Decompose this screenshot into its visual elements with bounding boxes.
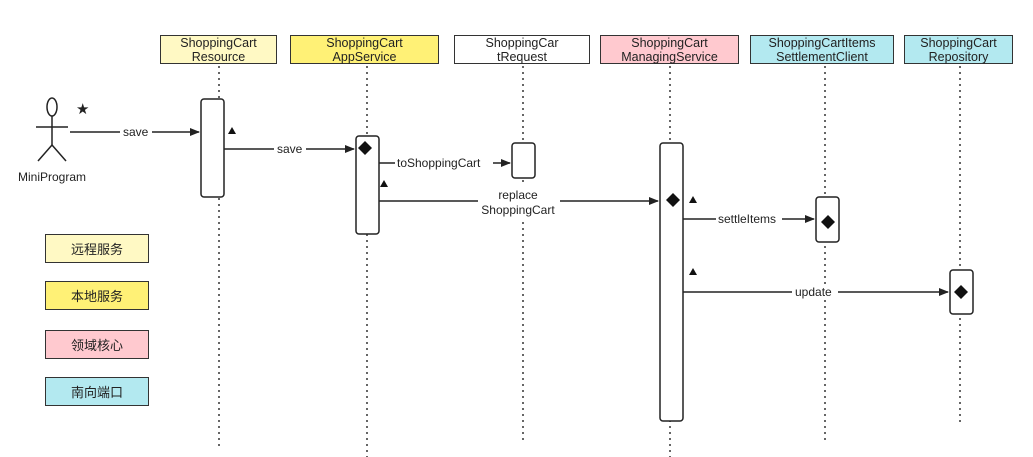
activation-managingservice <box>659 142 684 422</box>
header-line1: ShoppingCar <box>485 35 559 50</box>
header-line2: tRequest <box>496 49 548 64</box>
triangle-icon <box>380 180 388 187</box>
header-managingservice: ShoppingCart ManagingService <box>600 35 739 64</box>
header-line1: ShoppingCart <box>920 35 997 50</box>
message-label: update <box>795 285 832 299</box>
star-icon: ★ <box>76 101 89 118</box>
message-label: ShoppingCart <box>481 203 555 217</box>
legend-label: 领域核心 <box>70 338 123 353</box>
diamond-icon <box>954 285 968 299</box>
header-line2: AppService <box>332 49 397 64</box>
legend-domain-core: 领域核心 <box>45 330 149 359</box>
diamond-icon <box>358 141 372 155</box>
header-line2: Resource <box>191 49 246 64</box>
message-label: save <box>277 142 303 156</box>
message-label: settleItems <box>718 212 776 226</box>
header-line1: ShoppingCartItems <box>768 35 876 50</box>
header-repository: ShoppingCart Repository <box>904 35 1013 64</box>
triangle-icon <box>228 127 236 134</box>
activation-appservice <box>355 135 380 235</box>
header-request: ShoppingCar tRequest <box>454 35 590 64</box>
header-line1: ShoppingCart <box>180 35 257 50</box>
header-settlementclient: ShoppingCartItems SettlementClient <box>750 35 894 64</box>
header-resource: ShoppingCart Resource <box>160 35 277 64</box>
legend-south-port: 南向端口 <box>45 377 149 406</box>
legend-remote-service: 远程服务 <box>45 234 149 263</box>
triangle-icon <box>689 196 697 203</box>
legend-label: 南向端口 <box>70 385 123 400</box>
actor-icon <box>36 97 68 162</box>
header-appservice: ShoppingCart AppService <box>290 35 439 64</box>
header-line1: ShoppingCart <box>326 35 403 50</box>
header-line1: ShoppingCart <box>631 35 708 50</box>
activation-resource <box>200 98 225 198</box>
header-line2: Repository <box>928 49 989 64</box>
diamond-icon <box>821 215 835 229</box>
actor-label: MiniProgram <box>18 170 86 184</box>
diamond-icon <box>666 193 680 207</box>
message-label: save <box>123 125 149 139</box>
message-label: replace <box>498 188 538 202</box>
header-line2: SettlementClient <box>776 49 868 64</box>
legend-label: 本地服务 <box>70 289 123 304</box>
activation-request <box>511 142 536 179</box>
message-label: toShoppingCart <box>397 156 481 170</box>
legend-local-service: 本地服务 <box>45 281 149 310</box>
legend-label: 远程服务 <box>70 242 123 257</box>
triangle-icon <box>689 268 697 275</box>
header-line2: ManagingService <box>621 49 718 64</box>
